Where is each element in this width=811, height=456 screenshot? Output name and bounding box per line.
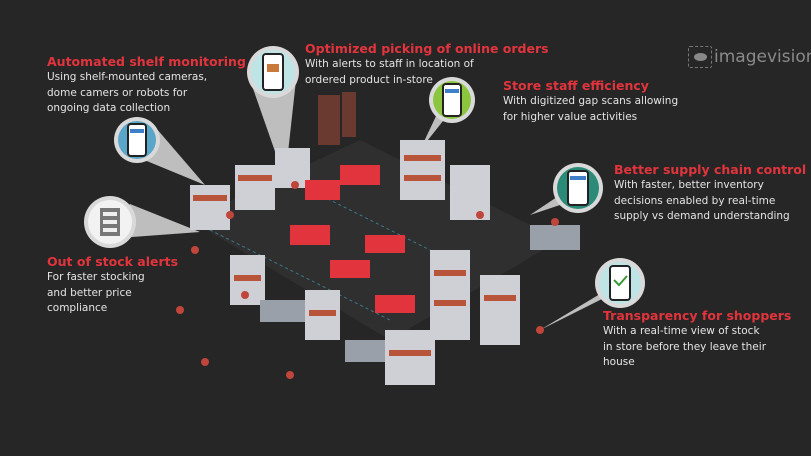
feature-text: dome camers or robots for	[47, 86, 188, 99]
feature-automated-shelf-monitoring: Automated shelf monitoring Using shelf-m…	[47, 54, 246, 117]
feature-text: With a real-time view of stock	[603, 325, 760, 337]
feature-text: ordered product in-store	[305, 73, 433, 86]
eye-icon	[688, 46, 712, 68]
feature-text: and better price	[47, 286, 132, 299]
feature-text: decisions enabled by real-time	[614, 194, 776, 207]
feature-title: Store staff efficiency	[503, 78, 649, 93]
feature-out-of-stock-alerts: Out of stock alerts For faster stocking …	[47, 254, 178, 317]
feature-text: for higher value activities	[503, 110, 638, 123]
feature-text: ongoing data collection	[47, 102, 171, 114]
feature-text: supply vs demand understanding	[614, 210, 790, 222]
feature-text: With faster, better inventory	[614, 179, 764, 191]
shelves	[190, 92, 580, 385]
feature-text: With digitized gap scans allowing	[503, 95, 679, 107]
imagevision-logo: imagevision	[688, 46, 811, 68]
feature-title: Better supply chain control	[614, 162, 807, 177]
feature-text: house	[603, 356, 635, 368]
feature-supply-chain-control: Better supply chain control With faster,…	[614, 162, 806, 225]
feature-text: For faster stocking	[47, 271, 145, 283]
feature-title: Optimized picking of online orders	[305, 41, 549, 56]
feature-bubbles	[84, 46, 645, 308]
feature-optimized-picking: Optimized picking of online orders With …	[305, 41, 549, 88]
feature-title: Automated shelf monitoring	[47, 54, 246, 69]
feature-title: Transparency for shoppers	[603, 308, 792, 323]
feature-text: Using shelf-mounted cameras,	[47, 71, 208, 83]
feature-transparency-for-shoppers: Transparency for shoppers With a real-ti…	[603, 308, 791, 371]
feature-text: compliance	[47, 302, 108, 314]
feature-text: With alerts to staff in location of	[305, 58, 474, 70]
feature-store-staff-efficiency: Store staff efficiency With digitized ga…	[503, 78, 678, 125]
feature-title: Out of stock alerts	[47, 254, 179, 269]
feature-text: in store before they leave their	[603, 340, 767, 353]
